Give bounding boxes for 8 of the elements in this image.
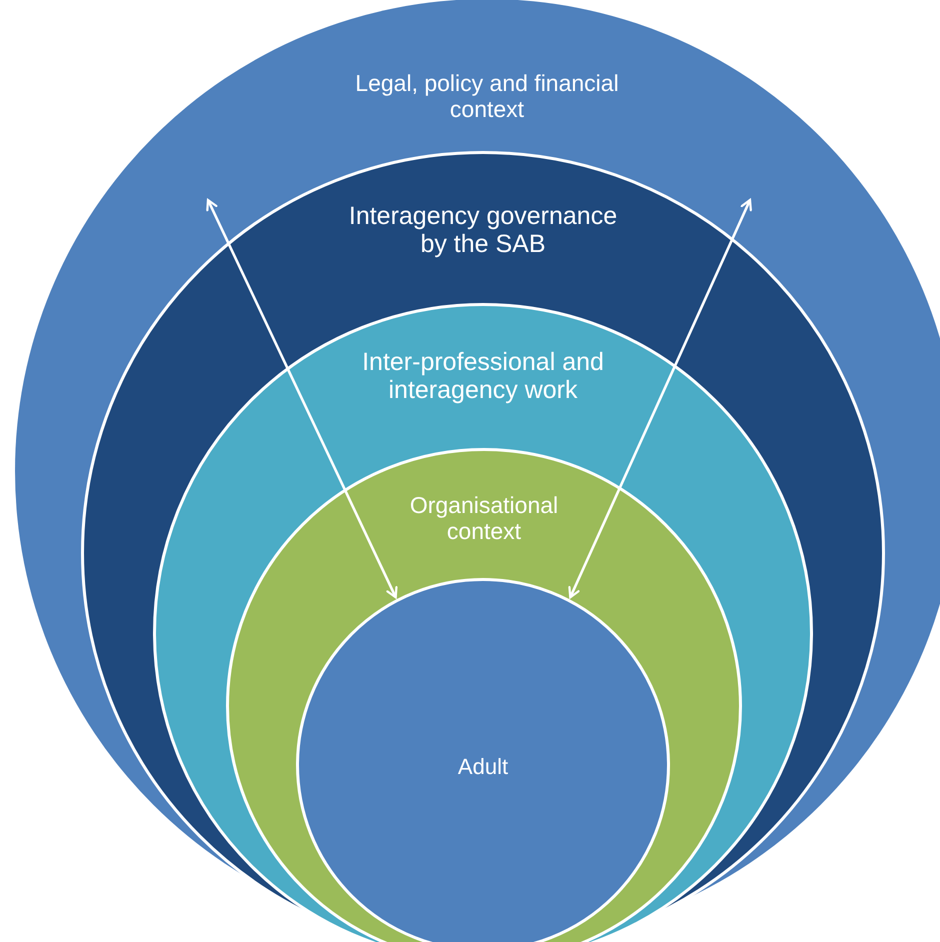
double-arrow [568,198,752,598]
circle-layer [15,0,940,942]
layer-label: Adult [456,755,510,780]
double-arrow [206,198,398,598]
layer-label: Inter-professional and interagency work [361,348,605,404]
layer-label: Organisational context [408,493,560,544]
layer-label: Legal, policy and financial context [354,71,620,122]
layer-label: Interagency governance by the SAB [348,202,618,258]
